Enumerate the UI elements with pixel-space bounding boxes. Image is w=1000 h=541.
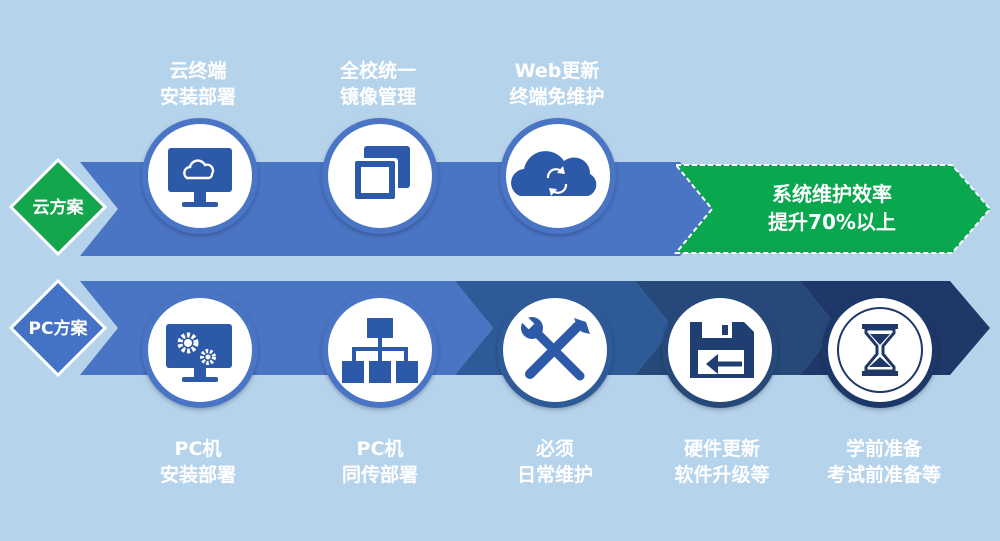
monitor-gears-icon	[166, 324, 232, 382]
monitor-cloud-icon	[168, 148, 232, 207]
pc-badge: PC方案	[8, 278, 108, 378]
pc-step-1-line1: PC机	[174, 438, 222, 460]
pc-step-1-label: PC机 安装部署	[160, 436, 236, 488]
cloud-step-1-label: 云终端 安装部署	[160, 58, 236, 110]
wrench-screwdriver-icon	[521, 316, 590, 381]
cloud-step-1-line2: 安装部署	[159, 86, 237, 108]
pc-step-2-line2: 同传部署	[341, 464, 419, 486]
floppy-disk-arrow-icon	[690, 322, 754, 378]
cloud-badge-label: 云方案	[33, 197, 85, 218]
cloud-badge: 云方案	[8, 157, 108, 257]
cloud-result-line2: 提升70%以上	[768, 210, 896, 234]
pc-step-5-line1: 学前准备	[845, 438, 923, 460]
stacked-windows-icon	[352, 146, 410, 202]
cloud-step-3-line2: 终端免维护	[509, 86, 605, 108]
cloud-sync-icon	[511, 151, 597, 196]
pc-step-3-line2: 日常维护	[516, 464, 594, 486]
cloud-step-3-label: Web更新 终端免维护	[509, 58, 604, 110]
cloud-result-label: 系统维护效率 提升70%以上	[768, 180, 896, 236]
cloud-step-2-line2: 镜像管理	[339, 86, 417, 108]
pc-step-5-circle	[822, 292, 938, 408]
cloud-step-3-line1: Web更新	[514, 60, 600, 82]
pc-badge-label: PC方案	[29, 318, 89, 339]
pc-step-4-line2: 软件升级等	[674, 464, 770, 486]
cloud-step-2-label: 全校统一 镜像管理	[340, 58, 416, 110]
network-hierarchy-icon	[342, 318, 418, 383]
pc-step-5-label: 学前准备 考试前准备等	[827, 436, 941, 488]
pc-step-3-line1: 必须	[535, 438, 575, 460]
pc-step-5-line2: 考试前准备等	[826, 464, 942, 486]
pc-step-2-label: PC机 同传部署	[342, 436, 418, 488]
pc-step-3-label: 必须 日常维护	[517, 436, 593, 488]
cloud-step-2-line1: 全校统一	[339, 60, 417, 82]
pc-step-4-label: 硬件更新 软件升级等	[674, 436, 769, 488]
pc-step-4-line1: 硬件更新	[683, 438, 761, 460]
hourglass-icon	[862, 324, 898, 376]
cloud-step-1-line1: 云终端	[169, 60, 227, 82]
pc-step-2-line1: PC机	[356, 438, 404, 460]
cloud-result-line1: 系统维护效率	[772, 182, 892, 206]
pc-step-1-line2: 安装部署	[159, 464, 237, 486]
cloud-result-arrow	[673, 164, 992, 254]
